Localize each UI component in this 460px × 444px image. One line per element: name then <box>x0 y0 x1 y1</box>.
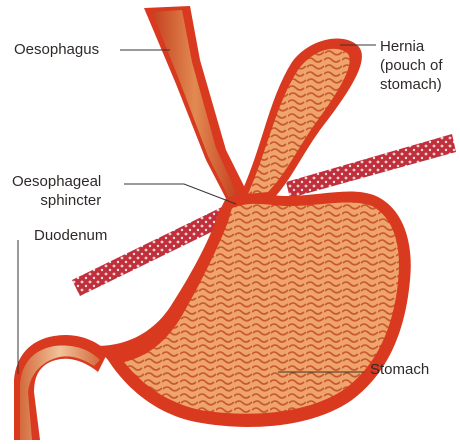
label-hernia-line-2: (pouch of <box>380 56 443 75</box>
label-stomach-text: Stomach <box>370 360 429 379</box>
label-hernia-line-1: Hernia <box>380 37 443 56</box>
leader-sphincter <box>124 184 236 204</box>
label-sphincter: Oesophageal sphincter <box>12 172 101 210</box>
label-oesophagus-text: Oesophagus <box>14 40 99 59</box>
label-oesophagus: Oesophagus <box>14 40 99 59</box>
label-duodenum-text: Duodenum <box>34 226 107 245</box>
label-sphincter-line-2: sphincter <box>12 191 101 210</box>
diaphragm-right <box>286 134 456 198</box>
label-duodenum: Duodenum <box>34 226 107 245</box>
label-sphincter-line-1: Oesophageal <box>12 172 101 191</box>
label-hernia-line-3: stomach) <box>380 75 443 94</box>
label-stomach: Stomach <box>370 360 429 379</box>
label-hernia: Hernia (pouch of stomach) <box>380 37 443 94</box>
